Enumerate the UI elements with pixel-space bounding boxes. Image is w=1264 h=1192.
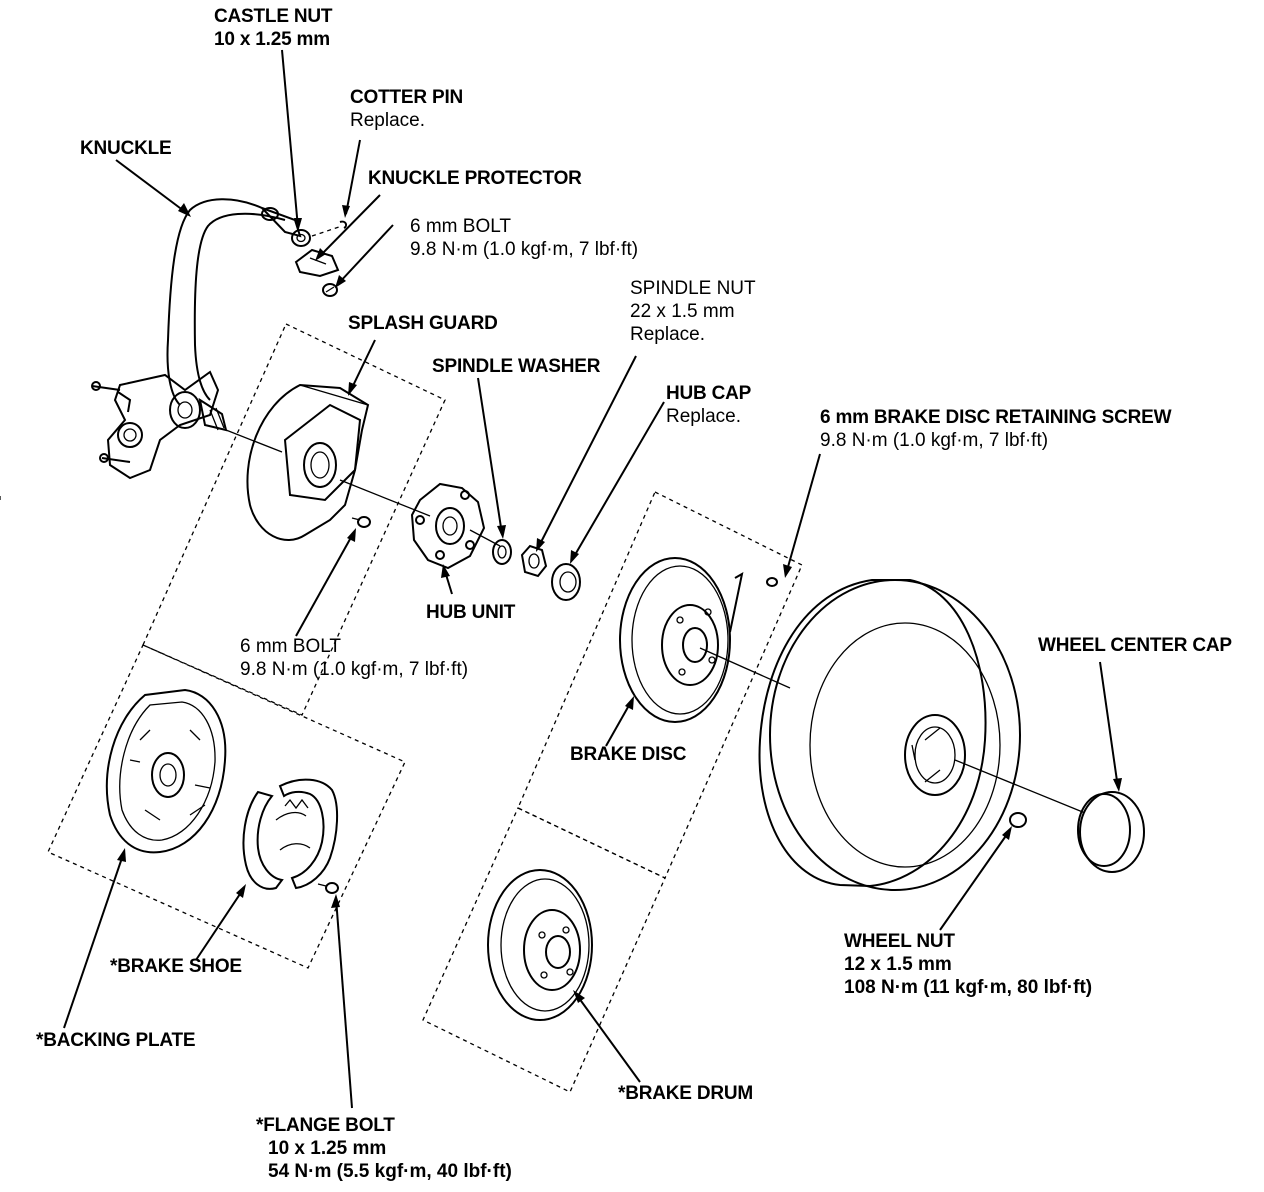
- knuckle-protector-title: KNUCKLE PROTECTOR: [368, 168, 582, 189]
- splash-guard-title: SPLASH GUARD: [348, 313, 498, 334]
- knuckle-protector-part: [294, 248, 340, 278]
- backing-plate-title: *BACKING PLATE: [36, 1030, 196, 1051]
- bolt-6mm-top-torque: 9.8 N·m (1.0 kgf·m, 7 lbf·ft): [410, 239, 639, 260]
- leader-lines: [63, 49, 1122, 1109]
- wheel-nut-spec: 12 x 1.5 mm: [844, 954, 952, 975]
- brake-shoe-title: *BRAKE SHOE: [110, 956, 242, 977]
- wheel-nut-label: WHEEL NUT 12 x 1.5 mm 108 N·m (11 kgf·m,…: [844, 930, 1092, 999]
- castle-nut-spec: 10 x 1.25 mm: [214, 29, 330, 50]
- brake-drum-part: [487, 869, 593, 1021]
- brake-disc-label: BRAKE DISC: [570, 743, 686, 766]
- wheel-nut-title: WHEEL NUT: [844, 931, 955, 952]
- splash-guard-label: SPLASH GUARD: [348, 312, 498, 335]
- knuckle-label: KNUCKLE: [80, 137, 172, 160]
- brake-disc-screw-title: 6 mm BRAKE DISC RETAINING SCREW: [820, 407, 1172, 428]
- hub-unit-part: [410, 482, 486, 570]
- brake-shoe-label: *BRAKE SHOE: [110, 955, 242, 978]
- spindle-washer-title: SPINDLE WASHER: [432, 356, 601, 377]
- brake-disc-title: BRAKE DISC: [570, 744, 687, 765]
- spindle-nut-part: [520, 544, 548, 578]
- flange-bolt-label: *FLANGE BOLT 10 x 1.25 mm 54 N·m (5.5 kg…: [256, 1114, 512, 1183]
- hub-unit-title: HUB UNIT: [426, 602, 516, 623]
- hub-cap-label: HUB CAP Replace.: [666, 382, 751, 428]
- flange-bolt-spec: 10 x 1.25 mm: [268, 1138, 387, 1159]
- bolt-6mm-mid-torque: 9.8 N·m (1.0 kgf·m, 7 lbf·ft): [240, 659, 469, 680]
- knuckle-part: [91, 198, 302, 480]
- castle-nut-title: CASTLE NUT: [214, 6, 333, 27]
- bolt-6mm-mid-title: 6 mm BOLT: [240, 636, 341, 657]
- flange-bolt-part: [317, 882, 339, 894]
- wheel-center-cap-label: WHEEL CENTER CAP: [1038, 634, 1232, 657]
- hub-cap-note: Replace.: [666, 406, 741, 427]
- spindle-washer-part: [492, 539, 512, 565]
- spindle-nut-note: Replace.: [630, 324, 705, 345]
- backing-plate-part: [106, 688, 227, 854]
- brake-disc-group-box: [517, 491, 803, 879]
- cotter-pin-note: Replace.: [350, 110, 425, 131]
- wheel-part: [758, 579, 1027, 891]
- brake-drum-group-box: [422, 807, 666, 1093]
- castle-nut-label: CASTLE NUT 10 x 1.25 mm: [214, 5, 333, 51]
- cotter-pin-label: COTTER PIN Replace.: [350, 86, 463, 132]
- bolt-6mm-top-title: 6 mm BOLT: [410, 216, 511, 237]
- flange-bolt-title: *FLANGE BOLT: [256, 1115, 395, 1136]
- splash-guard-bolt-part: [351, 516, 371, 528]
- hub-unit-label: HUB UNIT: [426, 601, 515, 624]
- brake-drum-label: *BRAKE DRUM: [618, 1082, 753, 1105]
- knuckle-title: KNUCKLE: [80, 138, 172, 159]
- small-bolt-part: [322, 283, 338, 297]
- cotter-pin-part: [311, 220, 348, 237]
- bolt-6mm-mid-label: 6 mm BOLT 9.8 N·m (1.0 kgf·m, 7 lbf·ft): [240, 635, 468, 681]
- wheel-nut-torque: 108 N·m (11 kgf·m, 80 lbf·ft): [844, 977, 1093, 998]
- axle-line-4: [699, 647, 791, 689]
- spindle-nut-title: SPINDLE NUT: [630, 278, 756, 299]
- drum-brake-group-box: [47, 644, 406, 969]
- knuckle-protector-label: KNUCKLE PROTECTOR: [368, 167, 582, 190]
- wheel-center-cap-title: WHEEL CENTER CAP: [1038, 635, 1232, 656]
- brake-disc-screw-label: 6 mm BRAKE DISC RETAINING SCREW 9.8 N·m …: [820, 406, 1172, 452]
- brake-disc-part: [619, 557, 731, 723]
- wheel-center-cap-part: [1077, 791, 1145, 873]
- axle-line-2: [339, 479, 431, 517]
- hub-cap-title: HUB CAP: [666, 383, 752, 404]
- axle-line-5: [954, 759, 1091, 816]
- backing-plate-label: *BACKING PLATE: [36, 1029, 196, 1052]
- brake-drum-title: *BRAKE DRUM: [618, 1083, 754, 1104]
- disc-brake-group-box: [142, 323, 446, 716]
- spindle-nut-spec: 22 x 1.5 mm: [630, 301, 735, 322]
- castle-nut-part: [291, 229, 311, 247]
- brake-shoe-part: [242, 778, 339, 890]
- flange-bolt-torque: 54 N·m (5.5 kgf·m, 40 lbf·ft): [268, 1161, 512, 1182]
- cotter-pin-title: COTTER PIN: [350, 87, 464, 108]
- brake-disc-screw-torque: 9.8 N·m (1.0 kgf·m, 7 lbf·ft): [820, 430, 1049, 451]
- splash-guard-part: [246, 383, 370, 541]
- bolt-6mm-top-label: 6 mm BOLT 9.8 N·m (1.0 kgf·m, 7 lbf·ft): [410, 215, 638, 261]
- hub-cap-part: [551, 563, 581, 601]
- spindle-washer-label: SPINDLE WASHER: [432, 355, 600, 378]
- spindle-nut-label: SPINDLE NUT 22 x 1.5 mm Replace.: [630, 277, 756, 346]
- brake-disc-screw-part: [729, 572, 778, 633]
